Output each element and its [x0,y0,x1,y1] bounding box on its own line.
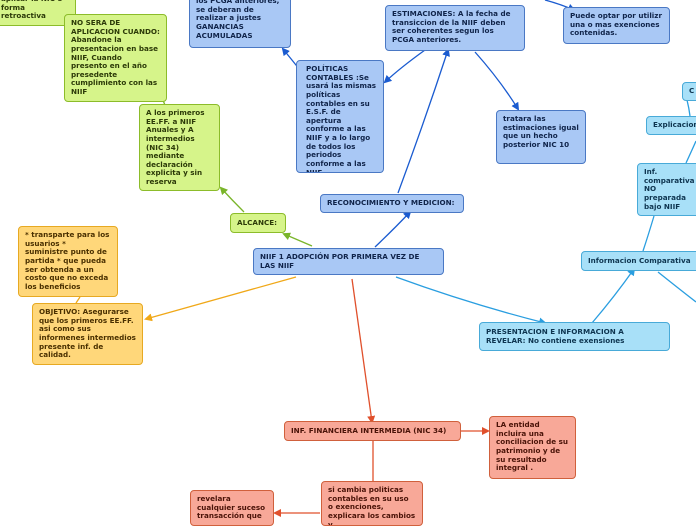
node-tratara[interactable]: tratara las estimaciones igual que un he… [496,110,586,164]
connector-root-reconocimiento [374,210,412,248]
connector-comparativa-infcomp [642,215,655,252]
node-reconocimiento[interactable]: RECONOCIMIENTO Y MEDICION: [320,194,464,213]
connector-reconocimiento-estimaciones [397,48,450,194]
connector-root-objetivo [144,276,297,322]
node-pcga-anteriores[interactable]: los PCGA anteriores, se deberan de reali… [189,0,291,48]
node-alcance[interactable]: ALCANCE: [230,213,286,233]
connector-estimaciones-politicas [383,49,426,84]
node-la-entidad[interactable]: LA entidad incluira una conciliacion de … [489,416,576,479]
connector-root-alcance [282,232,313,247]
node-puede-optar[interactable]: Puede optar por utilizr una o mas exenci… [563,7,670,44]
node-presentacion[interactable]: PRESENTACION E INFORMACION A REVELAR: No… [479,322,670,351]
node-objetivo[interactable]: OBJETIVO: Asegurarse que los primeros EE… [32,303,143,365]
node-si-cambia[interactable]: si cambia politicas contables en su uso … [321,481,423,526]
connector-objetivo-transparente [75,296,81,304]
connector-explicacion-c [686,99,691,117]
node-inf-financiera[interactable]: INF. FINANCIERA INTERMEDIA (NIC 34) [284,421,461,441]
node-no-sera[interactable]: NO SERA DE APLICACION CUANDO: Abandone l… [64,14,167,102]
node-informacion-comparativa[interactable]: Informacion Comparativa [581,251,696,271]
connector-alcance-primeros [219,186,245,213]
connector-infcomp-explicacion [685,140,696,164]
connector-comparativa-right [657,271,696,303]
node-estimaciones[interactable]: ESTIMACIONES: A la fecha de transiccion … [385,5,525,51]
connector-estimaciones-tratara [474,51,520,111]
node-explicacion[interactable]: Explicacion [646,116,696,135]
node-revelara[interactable]: revelara cualquier suceso transacción qu… [190,490,274,526]
node-politicas[interactable]: POLÍTICAS CONTABLES :Se usará las mismas… [296,60,384,173]
connector-presentacion-comparativa [591,267,636,324]
node-c-partial[interactable]: C [682,82,696,101]
connector-root-inf [351,278,376,424]
connector-root-presentacion [395,276,547,326]
node-transparente[interactable]: * transparte para los usuarios * suminis… [18,226,118,297]
node-aplicar-top[interactable]: aplicar la NIC 8 forma retroactiva [0,0,76,26]
node-root[interactable]: NIIF 1 ADOPCIÓN POR PRIMERA VEZ DE LAS N… [253,248,444,275]
node-inf-comparativa-no[interactable]: Inf. comparativa NO preparada bajo NIIF [637,163,696,216]
node-primeros[interactable]: A los primeros EE.FF. a NIIF Anuales y A… [139,104,220,191]
